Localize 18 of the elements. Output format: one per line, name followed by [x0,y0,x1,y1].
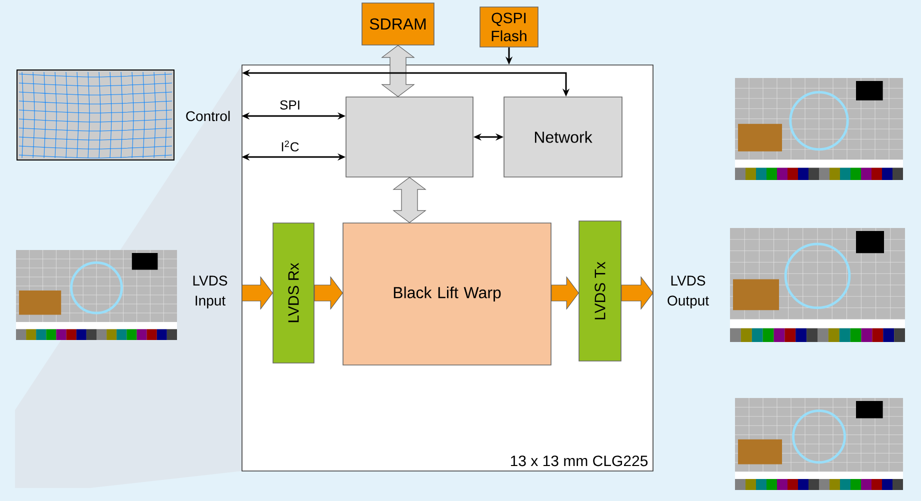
block-arrow [621,276,654,310]
label-text: LVDS Input [193,276,228,308]
edge-label: SPI [278,99,302,111]
block-arrow [392,177,426,223]
block-arrow [242,276,273,310]
block-box: QSPI Flash [480,6,538,48]
block-arrow [551,276,579,310]
block-box [346,96,474,178]
block-box: Black Lift Warp [342,222,552,366]
block-box: LVDS Tx [578,220,622,362]
block-arrow [314,276,343,310]
label-text: LVDS Output [668,276,709,308]
label-text: Control [186,110,230,122]
block-arrow [381,45,415,97]
block-box: Network [504,96,622,178]
block-box: LVDS Rx [272,222,314,364]
block-box: SDRAM [362,2,434,46]
edge-label: I$^{2}$C [280,140,300,152]
